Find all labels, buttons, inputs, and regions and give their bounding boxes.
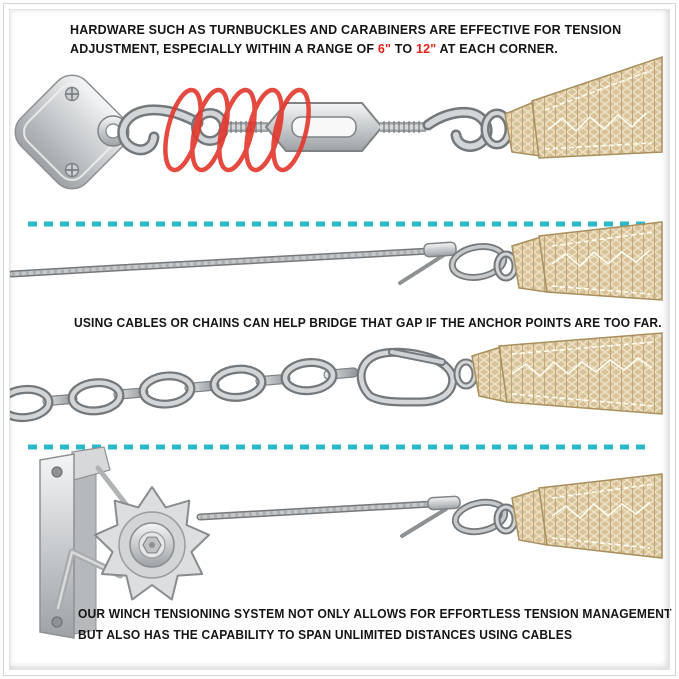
middle-caption-text: USING CABLES OR CHAINS CAN HELP BRIDGE T…: [74, 316, 662, 330]
bottom-caption: OUR WINCH TENSIONING SYSTEM NOT ONLY ALL…: [78, 604, 672, 646]
steel-cable-icon: [10, 241, 508, 285]
winch-assembly: [39, 446, 663, 639]
min-range-value: 6": [377, 41, 392, 56]
shade-sail-strap: [504, 55, 663, 159]
range-separator: TO: [391, 41, 416, 56]
illustration-canvas: [10, 55, 663, 639]
bottom-caption-line1: OUR WINCH TENSIONING SYSTEM NOT ONLY ALL…: [78, 604, 672, 625]
hook-icon: [117, 104, 204, 156]
max-range-value: 12": [415, 41, 437, 56]
bottom-caption-line2-text: BUT ALSO HAS THE CAPABILITY TO SPAN UNLI…: [78, 628, 573, 642]
top-caption-line1-text: HARDWARE SUCH AS TURNBUCKLES AND CARABIN…: [70, 22, 622, 37]
bottom-caption-line1-text: OUR WINCH TENSIONING SYSTEM NOT ONLY ALL…: [78, 607, 672, 621]
top-caption: HARDWARE SUCH AS TURNBUCKLES AND CARABIN…: [70, 20, 621, 58]
top-caption-line2-suffix: AT EACH CORNER.: [436, 41, 558, 56]
chain-icon: [10, 357, 359, 423]
middle-caption: USING CABLES OR CHAINS CAN HELP BRIDGE T…: [74, 315, 662, 332]
turnbuckle-icon: [191, 102, 493, 152]
bottom-caption-line2: BUT ALSO HAS THE CAPABILITY TO SPAN UNLI…: [78, 625, 672, 646]
quick-link-icon: [453, 358, 479, 390]
shade-sail-strap: [511, 221, 663, 301]
shade-sail-strap: [471, 332, 663, 415]
crimp-sleeve-icon: [423, 241, 457, 258]
cable-assembly: [10, 221, 663, 301]
chain-assembly: [10, 332, 663, 423]
turnbuckle-assembly: [14, 55, 663, 190]
tension-spring-icon: [163, 87, 311, 173]
winch-cable-icon: [196, 495, 509, 538]
top-caption-line2: ADJUSTMENT, ESPECIALLY WITHIN A RANGE OF…: [70, 39, 621, 58]
crimp-sleeve-icon: [427, 495, 461, 511]
ratchet-gear-icon: [93, 486, 211, 601]
carabiner-icon: [356, 347, 458, 407]
shade-sail-strap: [511, 473, 663, 559]
top-caption-line1: HARDWARE SUCH AS TURNBUCKLES AND CARABIN…: [70, 20, 621, 39]
top-caption-line2-prefix: ADJUSTMENT, ESPECIALLY WITHIN A RANGE OF: [70, 41, 378, 56]
